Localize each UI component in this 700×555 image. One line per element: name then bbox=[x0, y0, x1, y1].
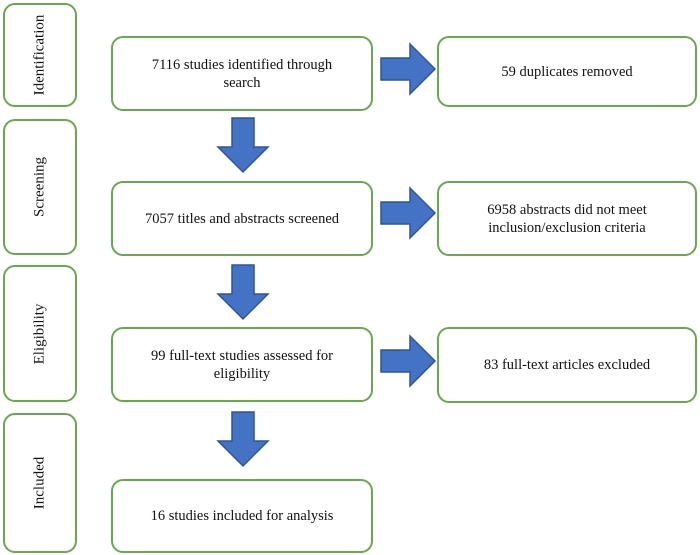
box-identified-line2: search bbox=[223, 74, 261, 91]
stage-identification: Identification bbox=[3, 3, 77, 107]
box-duplicates: 59 duplicates removed bbox=[437, 36, 697, 107]
stage-eligibility-label: Eligibility bbox=[31, 303, 48, 364]
box-included: 16 studies included for analysis bbox=[111, 479, 373, 553]
stage-eligibility: Eligibility bbox=[3, 265, 77, 402]
box-abstracts-excluded-line2: inclusion/exclusion criteria bbox=[488, 219, 646, 236]
box-screened-line1: 7057 titles and abstracts screened bbox=[144, 210, 340, 227]
box-duplicates-line1: 59 duplicates removed bbox=[501, 63, 633, 80]
arrow-down-icon bbox=[216, 117, 270, 174]
stage-included-label: Included bbox=[31, 456, 48, 510]
box-fulltext-excluded-line1: 83 full-text articles excluded bbox=[483, 357, 651, 373]
box-fulltext-assessed-line1: 99 full-text studies assessed for bbox=[150, 347, 334, 364]
stage-identification-label: Identification bbox=[31, 14, 48, 96]
box-fulltext-excluded: 83 full-text articles excluded bbox=[437, 327, 697, 403]
arrow-right-icon bbox=[380, 186, 437, 240]
arrow-right-icon bbox=[380, 42, 437, 96]
arrow-down-icon bbox=[216, 264, 270, 321]
stage-included: Included bbox=[3, 413, 77, 553]
box-included-line1: 16 studies included for analysis bbox=[150, 508, 334, 524]
stage-screening-label: Screening bbox=[31, 157, 48, 217]
box-abstracts-excluded-line1: 6958 abstracts did not meet bbox=[487, 201, 647, 218]
stage-screening: Screening bbox=[3, 119, 77, 255]
box-abstracts-excluded: 6958 abstracts did not meet inclusion/ex… bbox=[437, 181, 697, 256]
box-screened: 7057 titles and abstracts screened bbox=[111, 181, 373, 256]
box-fulltext-assessed: 99 full-text studies assessed for eligib… bbox=[111, 327, 373, 402]
box-fulltext-assessed-line2: eligibility bbox=[213, 365, 271, 382]
arrow-down-icon bbox=[216, 411, 270, 468]
box-identified-line1: 7116 studies identified through bbox=[151, 56, 333, 73]
arrow-right-icon bbox=[380, 334, 437, 388]
box-identified: 7116 studies identified through search bbox=[111, 36, 373, 111]
